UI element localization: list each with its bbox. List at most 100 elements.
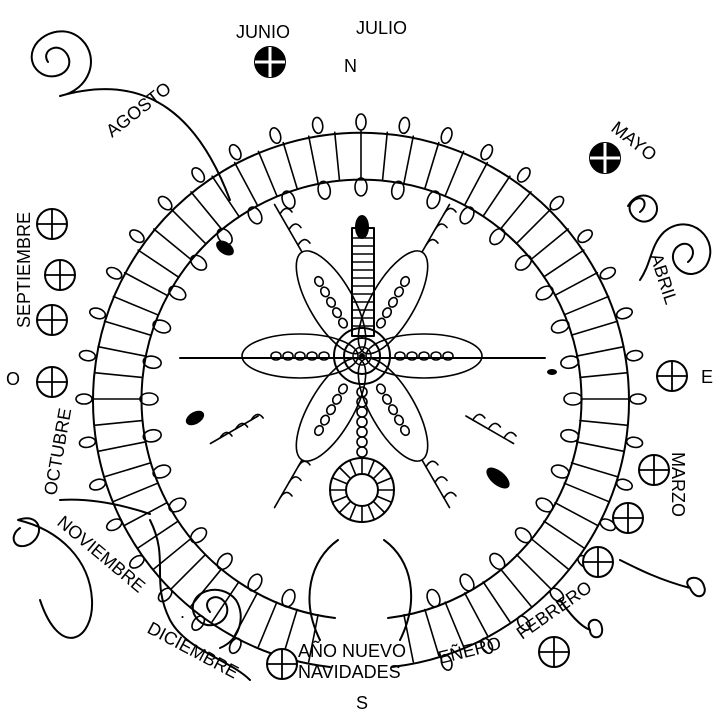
marker-ano-nuevo	[267, 649, 297, 679]
ring-tick	[212, 176, 239, 216]
petal-bead	[375, 317, 387, 330]
ring-loop	[105, 265, 124, 281]
ring-tick	[555, 273, 597, 296]
ray-curl	[280, 208, 292, 214]
marker-oeste	[37, 367, 67, 397]
ring-loop	[576, 227, 595, 244]
inner-scallop	[513, 525, 535, 546]
ring-loop	[626, 436, 643, 448]
ray-curl	[289, 224, 301, 230]
ring-loop	[398, 117, 410, 134]
ring-loop	[439, 126, 453, 144]
ray-curl	[488, 423, 500, 429]
inner-scallop	[564, 393, 582, 405]
wheel-spoke	[373, 467, 384, 478]
ring-tick	[383, 132, 388, 180]
inner-scallop	[167, 495, 189, 514]
ring-tick	[517, 555, 551, 589]
cardinal-south: S	[356, 693, 368, 713]
petal-bead	[393, 414, 405, 427]
month-noviembre: NOVIEMBRE	[53, 512, 149, 597]
ring-loop	[626, 349, 643, 361]
inner-scallop	[560, 355, 580, 370]
sun-petal	[242, 334, 358, 378]
ring-tick	[125, 503, 167, 526]
wheel-spoke	[350, 505, 356, 520]
ring-tick	[531, 229, 568, 259]
marker-sept-3	[37, 305, 67, 335]
wheel-spoke	[339, 467, 350, 478]
inner-scallop	[167, 283, 189, 302]
ring-tick	[105, 463, 151, 477]
leaf-mark-se	[483, 464, 513, 493]
ring-tick	[191, 192, 221, 229]
vine-southwest	[60, 500, 150, 514]
ring-loop	[356, 114, 366, 130]
petal-bead	[319, 414, 331, 427]
inner-scallop	[457, 205, 476, 227]
vine-heart-right	[620, 560, 705, 596]
ring-loop	[189, 614, 206, 633]
ring-tick	[94, 373, 142, 378]
ray-curl	[444, 492, 456, 498]
inner-scallop	[560, 428, 580, 443]
south-beads	[357, 387, 367, 457]
inner-scallop	[140, 393, 158, 405]
marker-este	[657, 361, 687, 391]
ring-tick	[98, 347, 145, 356]
ring-tick	[577, 347, 624, 356]
wheel-spoke	[332, 478, 347, 484]
ring-tick	[113, 483, 157, 501]
petal-bead	[387, 403, 399, 416]
ray-curl	[426, 240, 438, 246]
inner-scallop	[513, 252, 535, 273]
ring-tick	[309, 136, 318, 183]
petal-bead	[393, 286, 405, 299]
ray-curl	[280, 492, 292, 498]
petal-bead	[337, 383, 349, 396]
sun-petal	[283, 348, 379, 470]
inner-scallop	[487, 226, 508, 248]
ring-tick	[171, 209, 205, 243]
leaf-mark-nw	[213, 237, 236, 258]
vine-bottom-center-left	[310, 540, 338, 640]
ring-loop	[615, 477, 633, 491]
wheel-spoke	[368, 505, 374, 520]
wheel-spoke	[373, 501, 384, 512]
ring-tick	[577, 442, 624, 451]
spiral-right	[640, 224, 710, 280]
ray-curl	[298, 240, 310, 246]
sun-petal	[345, 348, 441, 470]
ring-tick	[445, 151, 463, 195]
ring-tick	[235, 163, 258, 205]
ring-tick	[465, 593, 488, 635]
ring-tick	[171, 555, 205, 589]
wheel-spoke	[377, 496, 392, 502]
inner-scallop	[214, 551, 235, 573]
month-enero: EÑERO	[436, 632, 503, 668]
marker-marzo-1	[639, 455, 669, 485]
petal-bead	[319, 286, 331, 299]
ring-tick	[283, 143, 297, 189]
inner-scallop	[245, 572, 264, 594]
ring-tick	[258, 151, 276, 195]
inner-scallop	[355, 178, 367, 196]
ring-loop	[79, 436, 96, 448]
ring-tick	[564, 296, 608, 314]
inner-scallop	[457, 572, 476, 594]
petal-bead	[387, 296, 399, 309]
ring-loop	[630, 394, 646, 404]
wheel-spoke	[332, 496, 347, 502]
inner-scallop	[188, 252, 210, 273]
marker-febrero	[583, 547, 613, 577]
ring-tick	[517, 209, 551, 243]
leaf-mark-w	[183, 408, 206, 428]
ring-tick	[138, 250, 178, 277]
ring-tick	[465, 163, 488, 205]
petal-bead	[399, 424, 411, 437]
ring-tick	[531, 539, 568, 569]
ray-curl	[435, 224, 447, 230]
ring-tick	[258, 602, 276, 646]
